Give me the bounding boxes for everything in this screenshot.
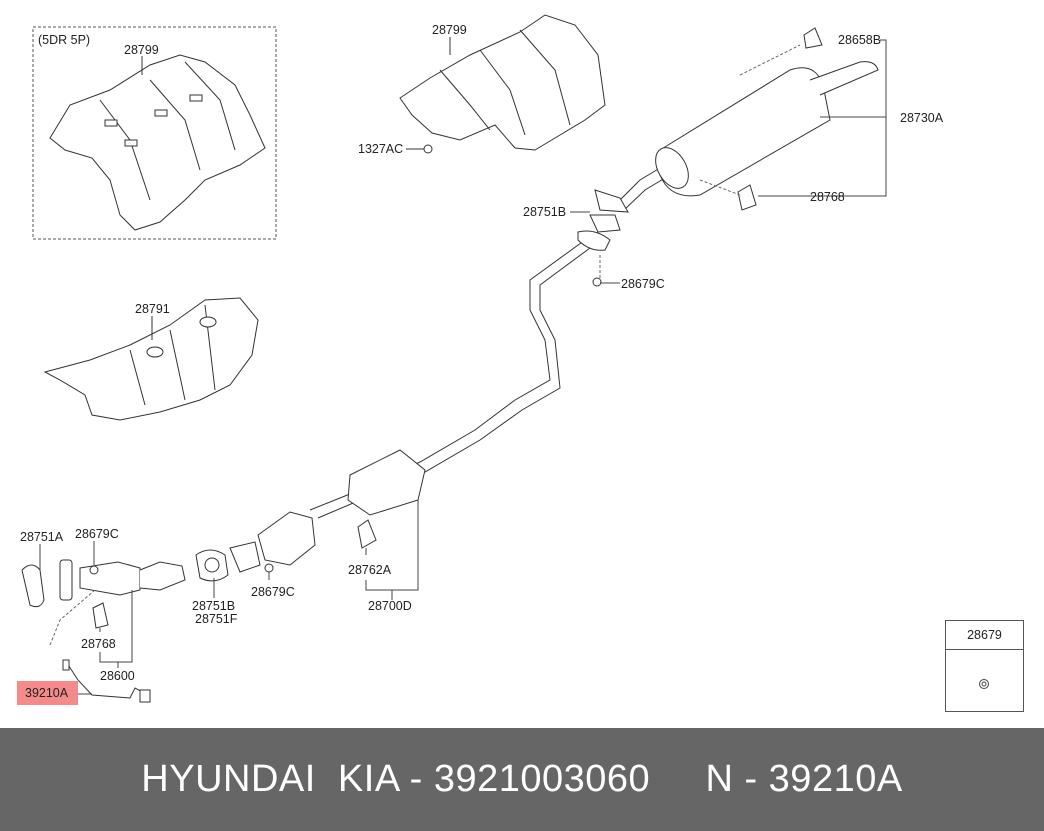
part-label-28768-rear[interactable]: 28768 <box>810 190 845 204</box>
part-label-28679C-rear[interactable]: 28679C <box>621 277 665 291</box>
part-label-28751F[interactable]: 28751F <box>195 612 238 626</box>
inset-part-box: 28679 <box>945 620 1024 712</box>
part-label-28679C-front[interactable]: 28679C <box>75 527 119 541</box>
inset-part-number[interactable]: 28679 <box>946 621 1023 650</box>
exhaust-system-diagram <box>21 14 887 703</box>
variant-frame <box>32 26 277 240</box>
part-label-28799-inset[interactable]: 28799 <box>124 43 159 57</box>
part-label-28700D[interactable]: 28700D <box>368 599 412 613</box>
heat-shield-top <box>399 14 606 151</box>
part-label-28679C-mid[interactable]: 28679C <box>251 585 295 599</box>
part-label-28751A[interactable]: 28751A <box>20 530 64 544</box>
part-label-28791[interactable]: 28791 <box>135 302 170 316</box>
variant-note: (5DR 5P) <box>38 33 91 47</box>
highlight-39210A <box>17 681 78 705</box>
heat-shield-inset <box>49 54 266 231</box>
heat-shield-front <box>43 297 259 421</box>
catalytic-converter <box>257 449 426 566</box>
part-label-28799[interactable]: 28799 <box>432 23 467 37</box>
part-label-28762A[interactable]: 28762A <box>348 563 392 577</box>
front-pipe <box>59 559 186 601</box>
banner-text: HYUNDAI KIA - 3921003060 N - 39210A <box>141 758 903 800</box>
part-label-28600[interactable]: 28600 <box>100 669 135 683</box>
leader-lines <box>39 39 887 695</box>
part-number-banner: HYUNDAI KIA - 3921003060 N - 39210A <box>0 728 1044 831</box>
dashed-assembly-lines <box>49 44 801 646</box>
part-label-28751B-mid[interactable]: 28751B <box>192 599 236 613</box>
muffler <box>655 61 879 197</box>
part-label-28658B[interactable]: 28658B <box>838 33 882 47</box>
part-label-39210A[interactable]: 39210A <box>25 686 69 700</box>
gaskets <box>21 189 629 608</box>
nuts <box>89 277 602 575</box>
nut-icon <box>979 679 989 689</box>
part-label-1327AC[interactable]: 1327AC <box>358 142 404 156</box>
part-label-28730A[interactable]: 28730A <box>900 111 944 125</box>
hangers <box>92 27 823 629</box>
oxygen-sensor-drawing <box>62 659 151 703</box>
part-label-28768-front[interactable]: 28768 <box>81 637 116 651</box>
part-label-28751B-rear[interactable]: 28751B <box>523 205 567 219</box>
